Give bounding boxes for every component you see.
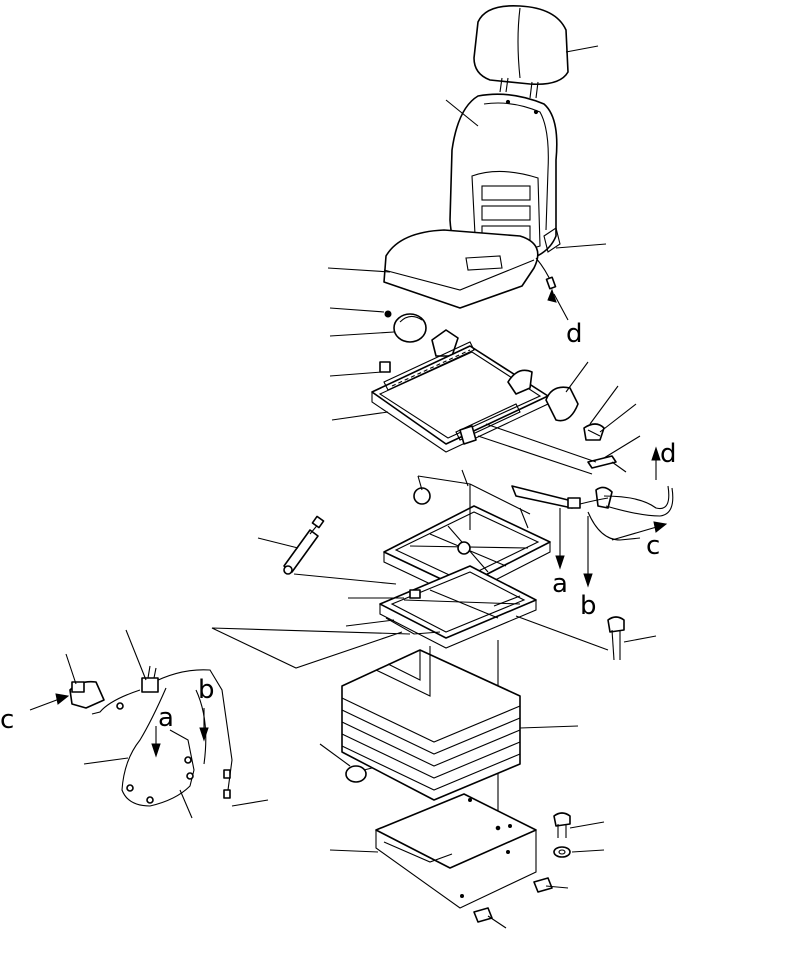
height-knob <box>413 487 431 505</box>
plug <box>345 765 373 783</box>
nut-1 <box>533 877 553 893</box>
leader-bellows <box>519 725 579 729</box>
arrow-c-upper <box>611 525 661 541</box>
leader-washer <box>571 849 605 853</box>
clip <box>583 423 605 441</box>
label-d-upper: d <box>660 439 677 469</box>
leader-nut-1 <box>545 885 569 889</box>
lever-cap-right <box>545 386 579 422</box>
leader-bolt-upper <box>623 635 657 643</box>
leader-base <box>329 849 379 853</box>
label-a-upper: a <box>552 569 568 599</box>
headrest <box>473 5 569 99</box>
leader-switch <box>65 653 77 685</box>
switch <box>69 680 105 709</box>
suspension-upper <box>383 505 551 599</box>
bellows-cover <box>341 646 521 801</box>
suspension-lower <box>379 565 537 649</box>
label-b-lower: b <box>198 675 215 705</box>
label-c-upper: c <box>646 531 660 561</box>
leader-recliner <box>555 243 607 249</box>
leader-plug <box>319 743 351 767</box>
leader-relay <box>125 629 147 681</box>
leader-terminal <box>231 799 269 807</box>
leader-harness <box>83 757 129 765</box>
leader-lever-cap <box>329 331 395 337</box>
leader-bolt-base <box>569 821 605 829</box>
leader-link <box>461 469 469 487</box>
leader-lower-plate-2 <box>345 619 395 627</box>
knob-small <box>384 310 392 318</box>
lever-cap-left <box>393 313 427 343</box>
leader-knob <box>329 307 385 313</box>
bolt-upper <box>607 616 625 661</box>
label-d-seat: d <box>566 319 583 349</box>
leader-harness-2 <box>179 789 193 819</box>
leader-grip-2 <box>611 461 627 473</box>
leader-nut-2 <box>487 915 507 929</box>
wire-harness <box>91 669 233 807</box>
leader-shock <box>257 537 299 549</box>
leader-slide-frame <box>331 411 389 421</box>
leader-clip-2 <box>599 403 637 433</box>
seat-base <box>375 793 537 909</box>
label-a-lower: a <box>158 703 174 733</box>
leader-lever-cap-right <box>565 361 589 393</box>
bolt-base <box>553 812 571 838</box>
relay <box>141 665 159 693</box>
arrow-c-lower <box>29 697 63 711</box>
leader-headrest <box>565 45 599 53</box>
label-b-upper: b <box>580 591 597 621</box>
leader-clip <box>589 385 619 425</box>
slide-handle <box>431 329 459 357</box>
shock-absorber <box>283 515 325 575</box>
lever-assembly <box>511 485 613 529</box>
washer <box>553 846 571 858</box>
leader-backrest <box>445 99 479 127</box>
label-c-lower: c <box>0 705 14 735</box>
leader-bracket <box>329 371 383 377</box>
nut-2 <box>473 907 493 923</box>
slide-rail-frame <box>371 341 549 453</box>
grip-bar <box>587 455 617 469</box>
seat-cushion <box>383 229 539 309</box>
arrow-d-seat <box>553 293 569 321</box>
leader-grip <box>603 435 641 459</box>
leader-seat-cushion <box>327 267 391 273</box>
